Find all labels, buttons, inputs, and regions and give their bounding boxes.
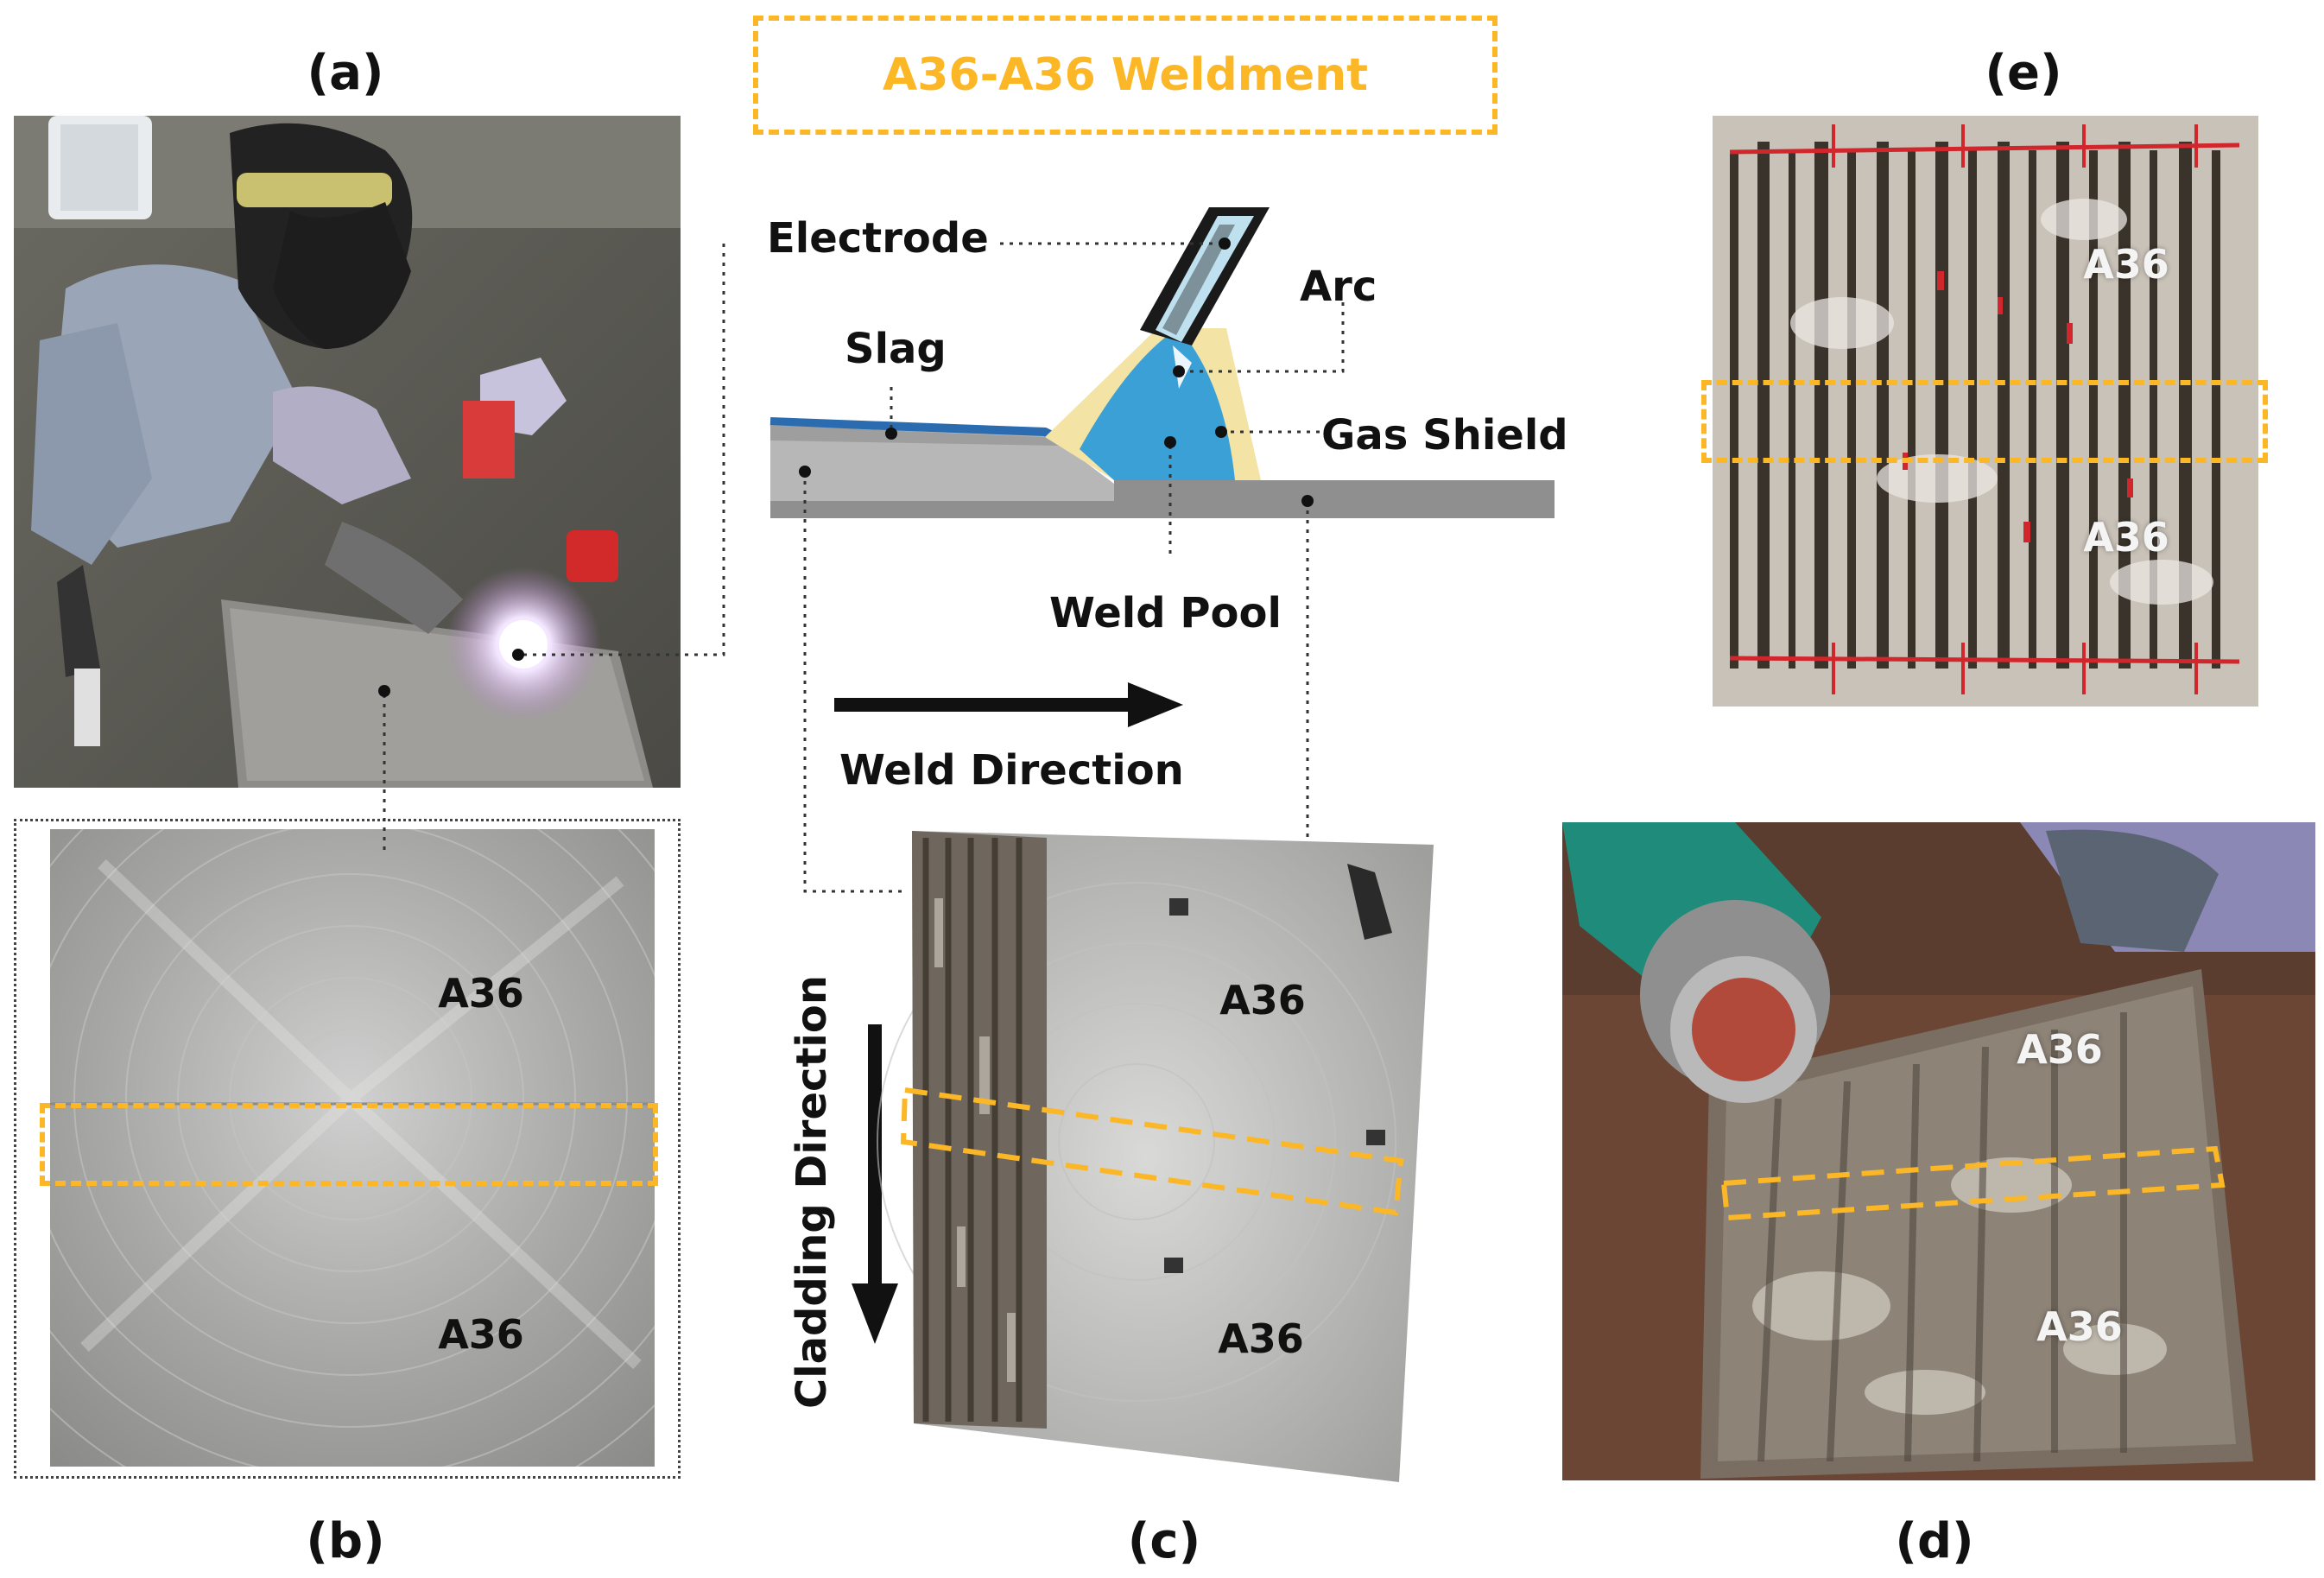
- weld-zone-box-e: [1701, 380, 2268, 463]
- plate-label-e-top: A36: [2083, 241, 2169, 288]
- label-weld-pool: Weld Pool: [1049, 589, 1282, 637]
- title-box: A36-A36 Weldment: [753, 16, 1498, 135]
- panel-label-b: (b): [306, 1513, 385, 1569]
- label-slag: Slag: [845, 325, 947, 373]
- plate-label-b-bottom: A36: [438, 1311, 524, 1358]
- plate-label-c-top: A36: [1219, 977, 1306, 1023]
- label-electrode: Electrode: [767, 214, 989, 263]
- plate-b-graphic: [50, 829, 655, 1467]
- panel-label-e: (e): [1985, 45, 2062, 101]
- cladded-plate-e: [1713, 116, 2258, 707]
- plate-label-d-bottom: A36: [2036, 1303, 2123, 1350]
- label-weld-direction: Weld Direction: [839, 746, 1184, 795]
- panel-label-a: (a): [307, 45, 384, 101]
- plate-label-d-top: A36: [2017, 1026, 2103, 1073]
- weld-zone-box-b: [40, 1103, 658, 1186]
- panel-label-c: (c): [1127, 1513, 1201, 1569]
- plate-e-graphic: [1713, 116, 2258, 707]
- plate-label-e-bottom: A36: [2083, 514, 2169, 561]
- figure-title: A36-A36 Weldment: [882, 49, 1369, 101]
- plate-label-b-top: A36: [438, 970, 524, 1017]
- welding-photo-a: [14, 116, 681, 788]
- panel-b-frame: [14, 819, 681, 1479]
- plate-label-c-bottom: A36: [1218, 1315, 1304, 1362]
- label-gas-shield: Gas Shield: [1321, 411, 1568, 459]
- label-arc: Arc: [1300, 263, 1377, 311]
- machined-plate-b: [50, 829, 655, 1467]
- welding-scene-graphic: [14, 116, 681, 788]
- panel-label-d: (d): [1895, 1513, 1974, 1569]
